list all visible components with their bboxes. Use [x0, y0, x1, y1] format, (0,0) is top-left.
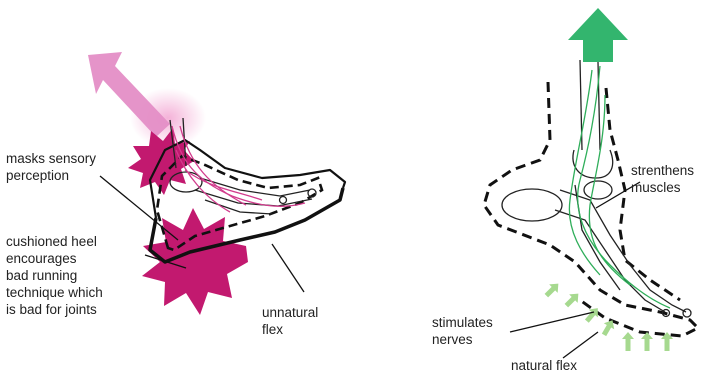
stimulus-arrow-icon	[622, 332, 634, 351]
right-leader-lines	[510, 182, 640, 358]
stimulus-arrow-icon	[599, 317, 618, 338]
barefoot-dashed-outline	[484, 82, 698, 336]
label-masks-sensory: masks sensory perception	[6, 151, 100, 183]
label-stimulates-nerves: stimulates nerves	[432, 315, 497, 347]
green-arrow-icon	[568, 8, 628, 62]
stimulus-arrows	[542, 279, 673, 351]
right-panel-barefoot: strenthens muscles stimulates nerves nat…	[432, 8, 698, 373]
stimulus-arrow-icon	[562, 289, 583, 310]
left-panel-shod-foot: masks sensory perception cushioned heel …	[6, 52, 345, 337]
label-natural-flex: natural flex	[511, 358, 577, 373]
stimulus-arrow-icon	[542, 279, 563, 300]
label-strengthens-muscles: strenthens muscles	[631, 163, 698, 195]
label-unnatural-flex: unnatural flex	[262, 305, 322, 337]
label-cushioned-heel: cushioned heel encourages bad running te…	[6, 234, 107, 317]
stimulus-arrow-icon	[641, 332, 653, 351]
